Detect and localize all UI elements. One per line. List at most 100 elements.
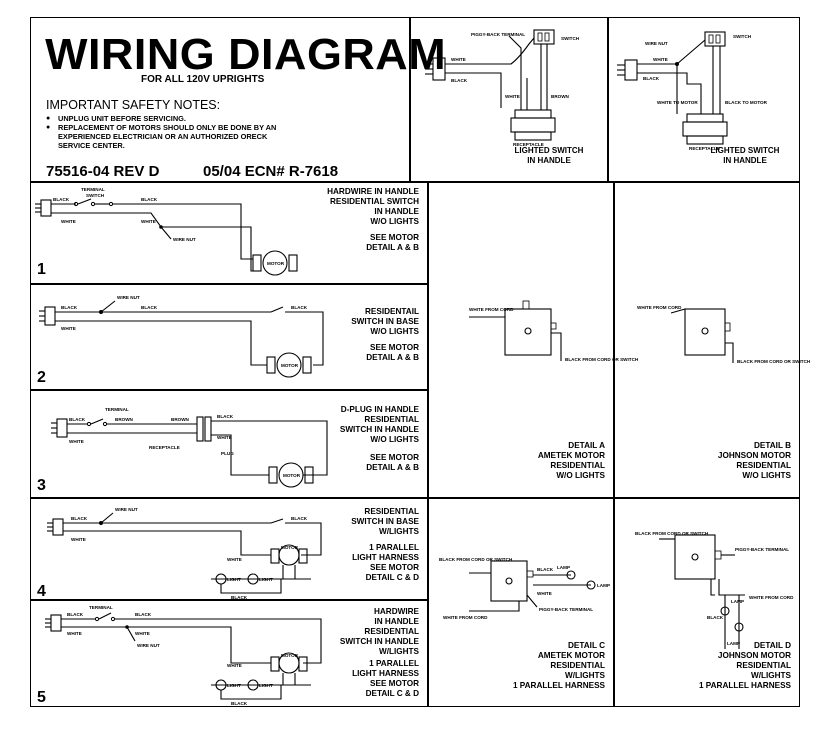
row-number: 4 bbox=[37, 583, 46, 600]
row-description: RESIDENTIAL SWITCH IN BASE W/LIGHTS bbox=[351, 507, 419, 536]
label-black: BLACK bbox=[291, 305, 308, 310]
detail-c-panel: BLACK FROM CORD OR SWITCH BLACK WHITE LA… bbox=[428, 498, 614, 707]
wiring-row-3: TERMINAL BLACK BROWN BROWN BLACK WHITE W… bbox=[30, 390, 428, 498]
caption-lighted-switch: LIGHTED SWITCH IN HANDLE bbox=[514, 146, 584, 165]
label-white-from-cord: WHITE FROM CORD bbox=[443, 615, 488, 620]
label-white: WHITE bbox=[653, 57, 668, 62]
row-number: 1 bbox=[37, 261, 46, 278]
label-black: BLACK bbox=[67, 612, 84, 617]
row-see-detail: 1 PARALLEL LIGHT HARNESS SEE MOTOR DETAI… bbox=[352, 659, 419, 698]
label-white: WHITE bbox=[227, 557, 242, 562]
detail-b-caption: DETAIL B JOHNSON MOTOR RESIDENTIAL W/O L… bbox=[717, 441, 791, 480]
label-light: LIGHT bbox=[259, 577, 273, 582]
label-wire-nut: WIRE NUT bbox=[173, 237, 196, 242]
row-2-schematic: WIRE NUT BLACK BLACK BLACK WHITE MOTOR bbox=[39, 295, 324, 378]
wiring-row-4: WIRE NUT BLACK BLACK WHITE WHITE MOTOR L… bbox=[30, 498, 428, 600]
label-black: BLACK bbox=[61, 305, 78, 310]
label-terminal: TERMINAL bbox=[89, 605, 113, 610]
row-number: 5 bbox=[37, 689, 46, 706]
row-see-detail: SEE MOTOR DETAIL A & B bbox=[366, 453, 419, 472]
row-number: 3 bbox=[37, 477, 46, 494]
label-white-from-cord: WHITE FROM CORD bbox=[637, 305, 682, 310]
label-motor: MOTOR bbox=[281, 545, 299, 550]
label-black: BLACK bbox=[451, 78, 468, 83]
row-4-schematic: WIRE NUT BLACK BLACK WHITE WHITE MOTOR L… bbox=[47, 507, 322, 600]
label-wire-nut: WIRE NUT bbox=[115, 507, 138, 512]
label-light: LIGHT bbox=[259, 683, 273, 688]
label-lamp: LAMP bbox=[727, 641, 740, 646]
wiring-row-2: WIRE NUT BLACK BLACK BLACK WHITE MOTOR 2… bbox=[30, 284, 428, 390]
wiring-diagram-sheet: WIRING DIAGRAM FOR ALL 120V UPRIGHTS IMP… bbox=[30, 17, 811, 707]
row-description: HARDWIRE IN HANDLE RESIDENTIAL SWITCH IN… bbox=[327, 187, 419, 226]
label-black-from-cord: BLACK FROM CORD OR SWITCH bbox=[737, 359, 811, 364]
row-see-detail: SEE MOTOR DETAIL A & B bbox=[366, 233, 419, 252]
label-white: WHITE bbox=[69, 439, 84, 444]
label-terminal: TERMINAL bbox=[105, 407, 129, 412]
label-lamp: LAMP bbox=[557, 565, 570, 570]
safety-notes-heading: IMPORTANT SAFETY NOTES: bbox=[46, 98, 221, 112]
label-light: LIGHT bbox=[227, 683, 241, 688]
label-white: WHITE bbox=[451, 57, 466, 62]
label-black: BLACK bbox=[643, 76, 660, 81]
label-white: WHITE bbox=[61, 219, 76, 224]
page-subtitle: FOR ALL 120V UPRIGHTS bbox=[141, 74, 265, 85]
label-black: BLACK bbox=[707, 615, 724, 620]
label-wire-nut: WIRE NUT bbox=[117, 295, 140, 300]
label-black-to-motor: BLACK TO MOTOR bbox=[725, 100, 768, 105]
top-diagram-lighted-switch-2: WIRE NUT SWITCH WHITE BLACK WHITE TO MOT… bbox=[608, 17, 800, 182]
wiring-row-5: TERMINAL BLACK BLACK WHITE WHITE WIRE NU… bbox=[30, 600, 428, 707]
label-black: BLACK bbox=[135, 612, 152, 617]
label-black-from-cord: BLACK FROM CORD OR SWITCH bbox=[565, 357, 639, 362]
label-piggy-back-terminal: PIGGY-BACK TERMINAL bbox=[471, 32, 525, 37]
row-description: HARDWIRE IN HANDLE RESIDENTIAL SWITCH IN… bbox=[339, 607, 419, 656]
row-1-schematic: TERMINAL SWITCH BLACK BLACK WHITE WHITE … bbox=[35, 187, 298, 276]
label-light: LIGHT bbox=[227, 577, 241, 582]
label-lamp: LAMP bbox=[731, 599, 744, 604]
row-see-detail: 1 PARALLEL LIGHT HARNESS SEE MOTOR DETAI… bbox=[352, 543, 419, 582]
label-black: BLACK bbox=[141, 197, 158, 202]
label-switch: SWITCH bbox=[86, 193, 105, 198]
label-white-from-cord: WHITE FROM CORD bbox=[469, 307, 514, 312]
label-white: WHITE bbox=[61, 326, 76, 331]
detail-a-panel: WHITE FROM CORD BLACK FROM CORD OR SWITC… bbox=[428, 182, 639, 498]
label-black: BLACK bbox=[231, 595, 248, 600]
label-piggy-back-terminal: PIGGY-BACK TERMINAL bbox=[539, 607, 593, 612]
page-title: WIRING DIAGRAM bbox=[45, 30, 447, 79]
top-diagram-lighted-switch-1: PIGGY-BACK TERMINAL SWITCH WHITE BLACK W… bbox=[410, 17, 608, 182]
detail-b-schematic: WHITE FROM CORD BLACK FROM CORD OR SWITC… bbox=[637, 305, 811, 364]
label-brown: BROWN bbox=[115, 417, 134, 422]
label-black: BLACK bbox=[69, 417, 86, 422]
label-black: BLACK bbox=[291, 516, 308, 521]
label-white: WHITE bbox=[67, 631, 82, 636]
row-see-detail: SEE MOTOR DETAIL A & B bbox=[366, 343, 419, 362]
label-motor: MOTOR bbox=[281, 653, 299, 658]
label-black: BLACK bbox=[71, 516, 88, 521]
label-piggy-back-terminal: PIGGY-BACK TERMINAL bbox=[735, 547, 789, 552]
detail-d-caption: DETAIL D JOHNSON MOTOR RESIDENTIAL W/LIG… bbox=[698, 641, 791, 690]
label-switch: SWITCH bbox=[733, 34, 752, 39]
ecn-number: 05/04 ECN# R-7618 bbox=[203, 163, 339, 180]
detail-c-caption: DETAIL C AMETEK MOTOR RESIDENTIAL W/LIGH… bbox=[512, 641, 605, 690]
row-description: D-PLUG IN HANDLE RESIDENTIAL SWITCH IN H… bbox=[339, 405, 419, 444]
detail-c-schematic: BLACK FROM CORD OR SWITCH BLACK WHITE LA… bbox=[439, 557, 610, 620]
label-black: BLACK bbox=[53, 197, 70, 202]
detail-a-caption: DETAIL A AMETEK MOTOR RESIDENTIAL W/O LI… bbox=[537, 441, 605, 480]
label-black: BLACK bbox=[231, 701, 248, 706]
label-white-from-cord: WHITE FROM CORD bbox=[749, 595, 794, 600]
label-motor: MOTOR bbox=[267, 261, 285, 266]
label-brown: BROWN bbox=[551, 94, 570, 99]
label-terminal: TERMINAL bbox=[81, 187, 105, 192]
part-number: 75516-04 REV D bbox=[46, 163, 160, 180]
lighted-switch-1-schematic: PIGGY-BACK TERMINAL SWITCH WHITE BLACK W… bbox=[425, 29, 580, 147]
caption-lighted-switch: LIGHTED SWITCH IN HANDLE bbox=[710, 146, 780, 165]
detail-d-schematic: BLACK FROM CORD OR SWITCH PIGGY-BACK TER… bbox=[635, 531, 794, 649]
label-wire-nut: WIRE NUT bbox=[645, 41, 668, 46]
row-5-schematic: TERMINAL BLACK BLACK WHITE WHITE WIRE NU… bbox=[45, 605, 322, 706]
lighted-switch-2-schematic: WIRE NUT SWITCH WHITE BLACK WHITE TO MOT… bbox=[617, 31, 768, 151]
label-white: WHITE bbox=[135, 631, 150, 636]
label-wire-nut: WIRE NUT bbox=[137, 643, 160, 648]
label-brown: BROWN bbox=[171, 417, 190, 422]
label-white: WHITE bbox=[537, 591, 552, 596]
label-white-to-motor: WHITE TO MOTOR bbox=[657, 100, 698, 105]
label-black-from-cord: BLACK FROM CORD OR SWITCH bbox=[635, 531, 709, 536]
